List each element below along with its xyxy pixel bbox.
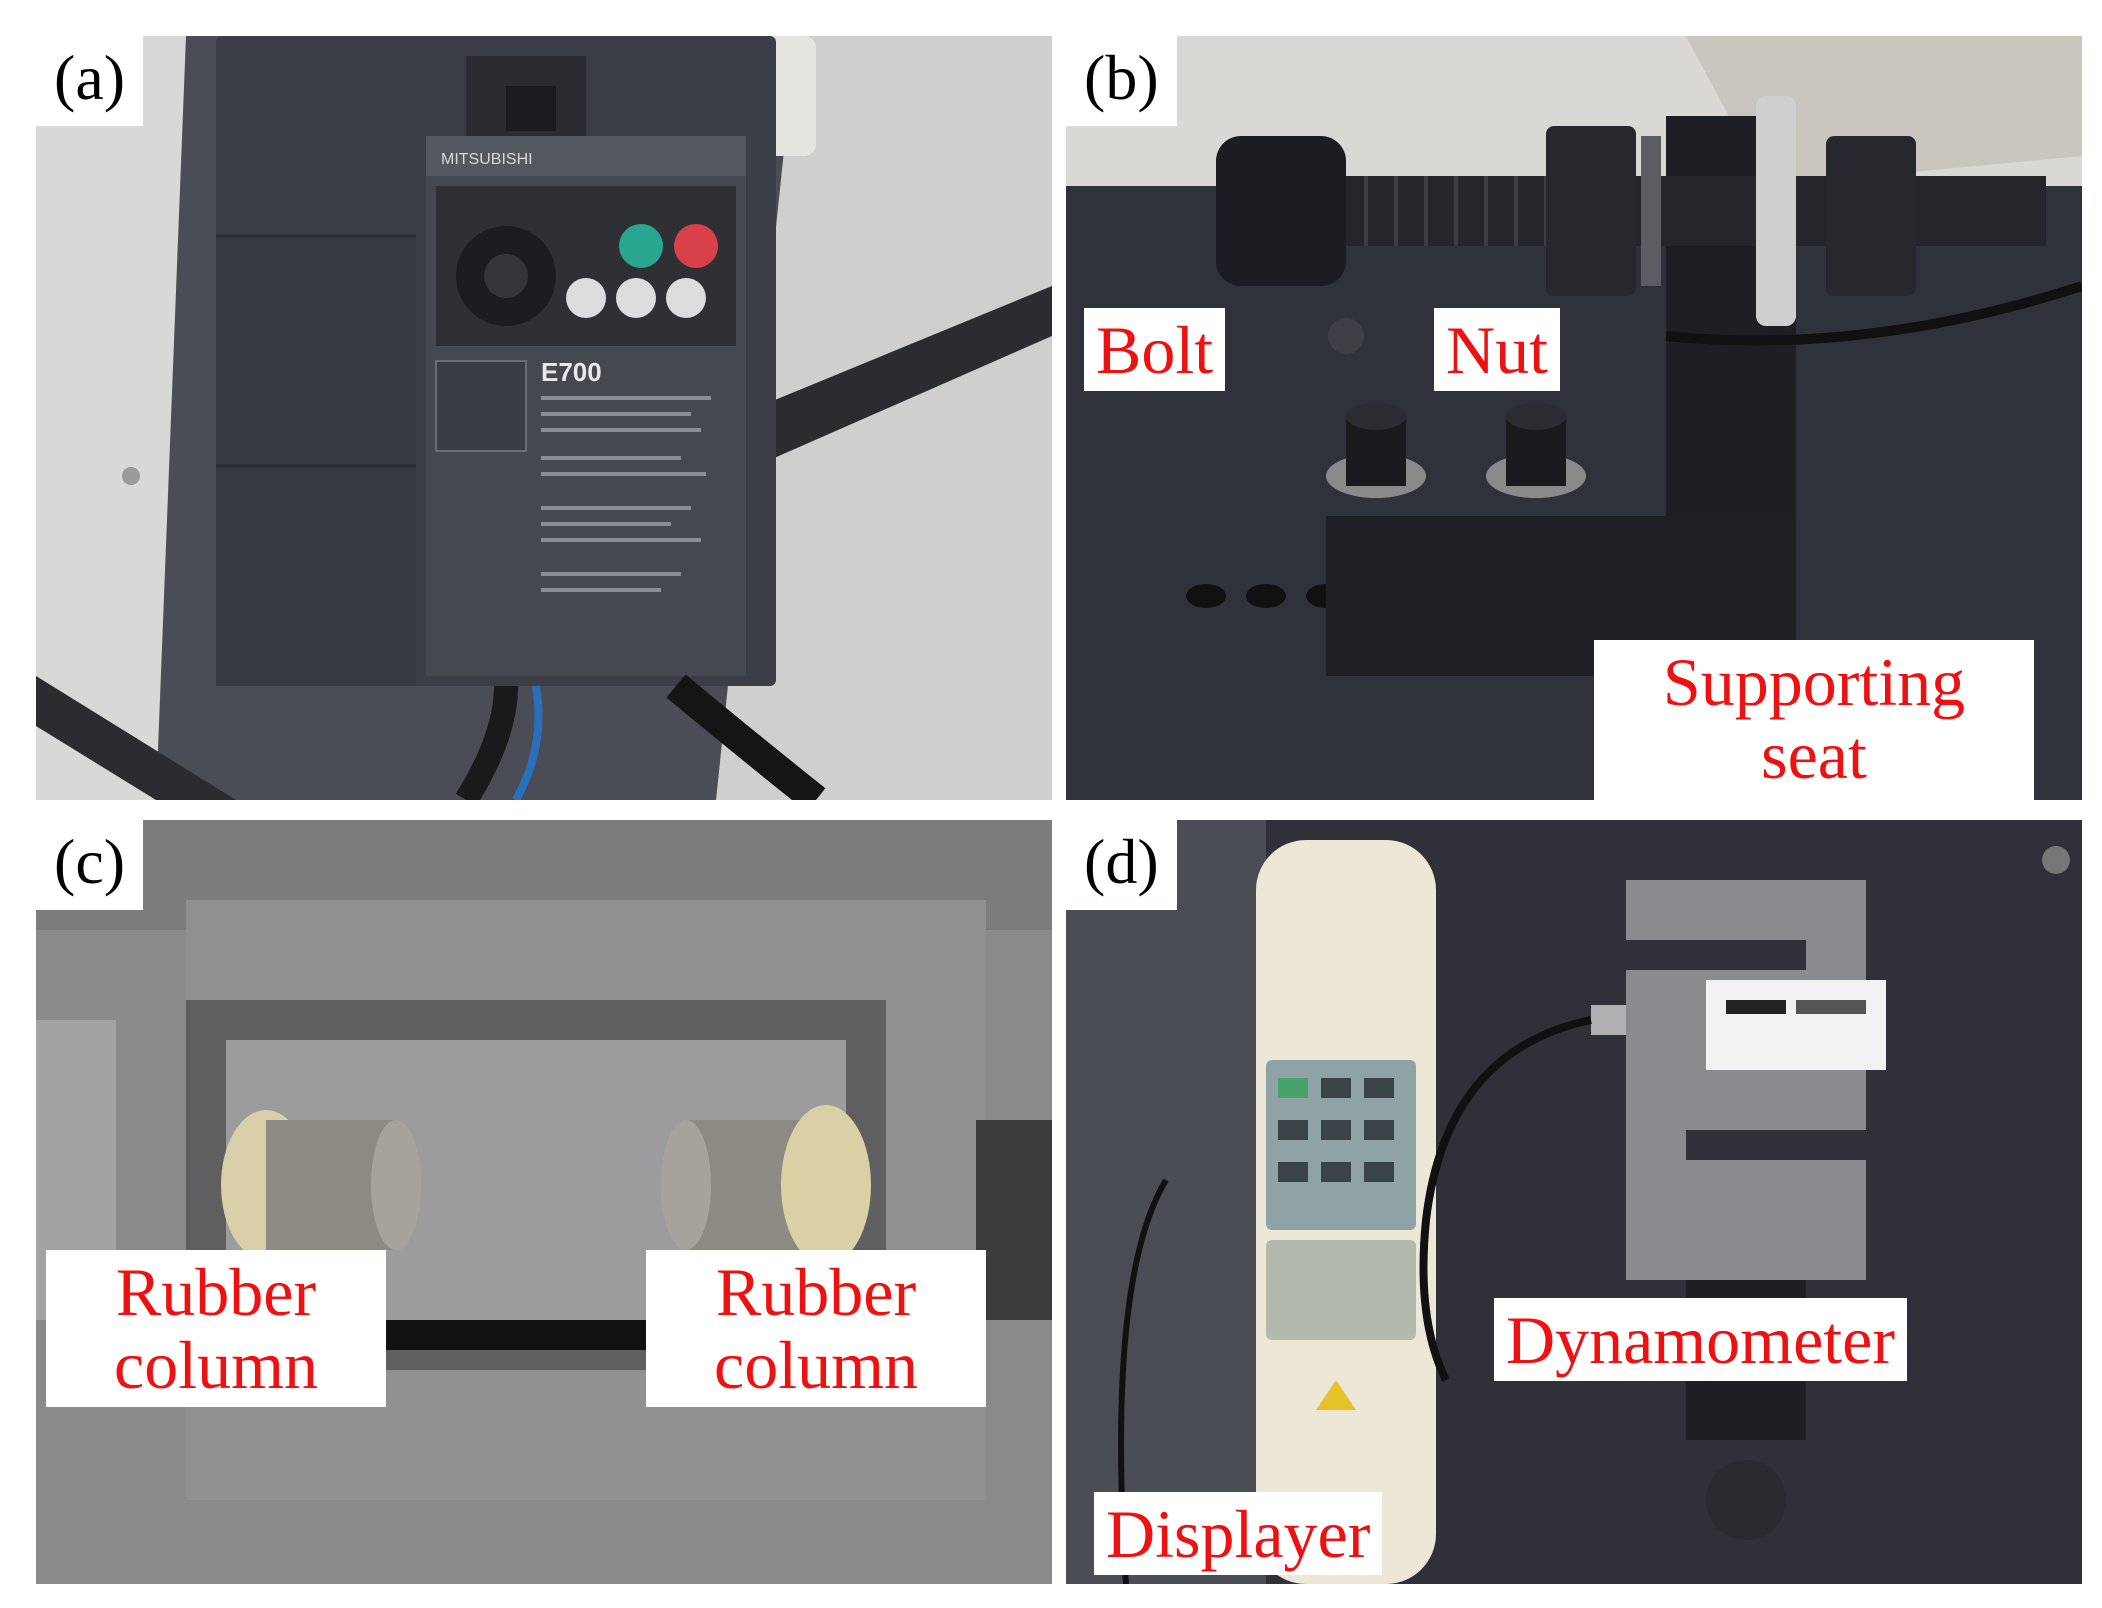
panel-c-rubber-columns-photo: (c) Rubber column Rubber column bbox=[36, 820, 1052, 1584]
panel-a-inverter-photo: MITSUBISHI E700 (a) bbox=[36, 36, 1052, 800]
label-supporting-seat: Supporting seat bbox=[1594, 640, 2034, 800]
panel-d-letter: (d) bbox=[1066, 820, 1177, 910]
panel-c-letter: (c) bbox=[36, 820, 144, 910]
panel-b-bolt-assembly-photo: (b) Bolt Nut Supporting seat bbox=[1066, 36, 2082, 800]
label-nut: Nut bbox=[1434, 308, 1560, 392]
label-rubber-column-right: Rubber column bbox=[646, 1250, 986, 1407]
panel-d-dynamometer-photo: (d) Dynamometer Displayer bbox=[1066, 820, 2082, 1584]
panel-a-letter: (a) bbox=[36, 36, 144, 126]
inverter-photo: MITSUBISHI E700 bbox=[36, 36, 1052, 800]
dynamometer-photo bbox=[1066, 820, 2082, 1584]
label-displayer: Displayer bbox=[1094, 1492, 1383, 1576]
device-model: E700 bbox=[541, 357, 602, 387]
label-dynamometer: Dynamometer bbox=[1494, 1298, 1907, 1382]
label-rubber-column-left: Rubber column bbox=[46, 1250, 386, 1407]
label-bolt: Bolt bbox=[1084, 308, 1226, 392]
device-brand: MITSUBISHI bbox=[441, 151, 533, 168]
panel-b-letter: (b) bbox=[1066, 36, 1177, 126]
rubber-columns-photo bbox=[36, 820, 1052, 1584]
